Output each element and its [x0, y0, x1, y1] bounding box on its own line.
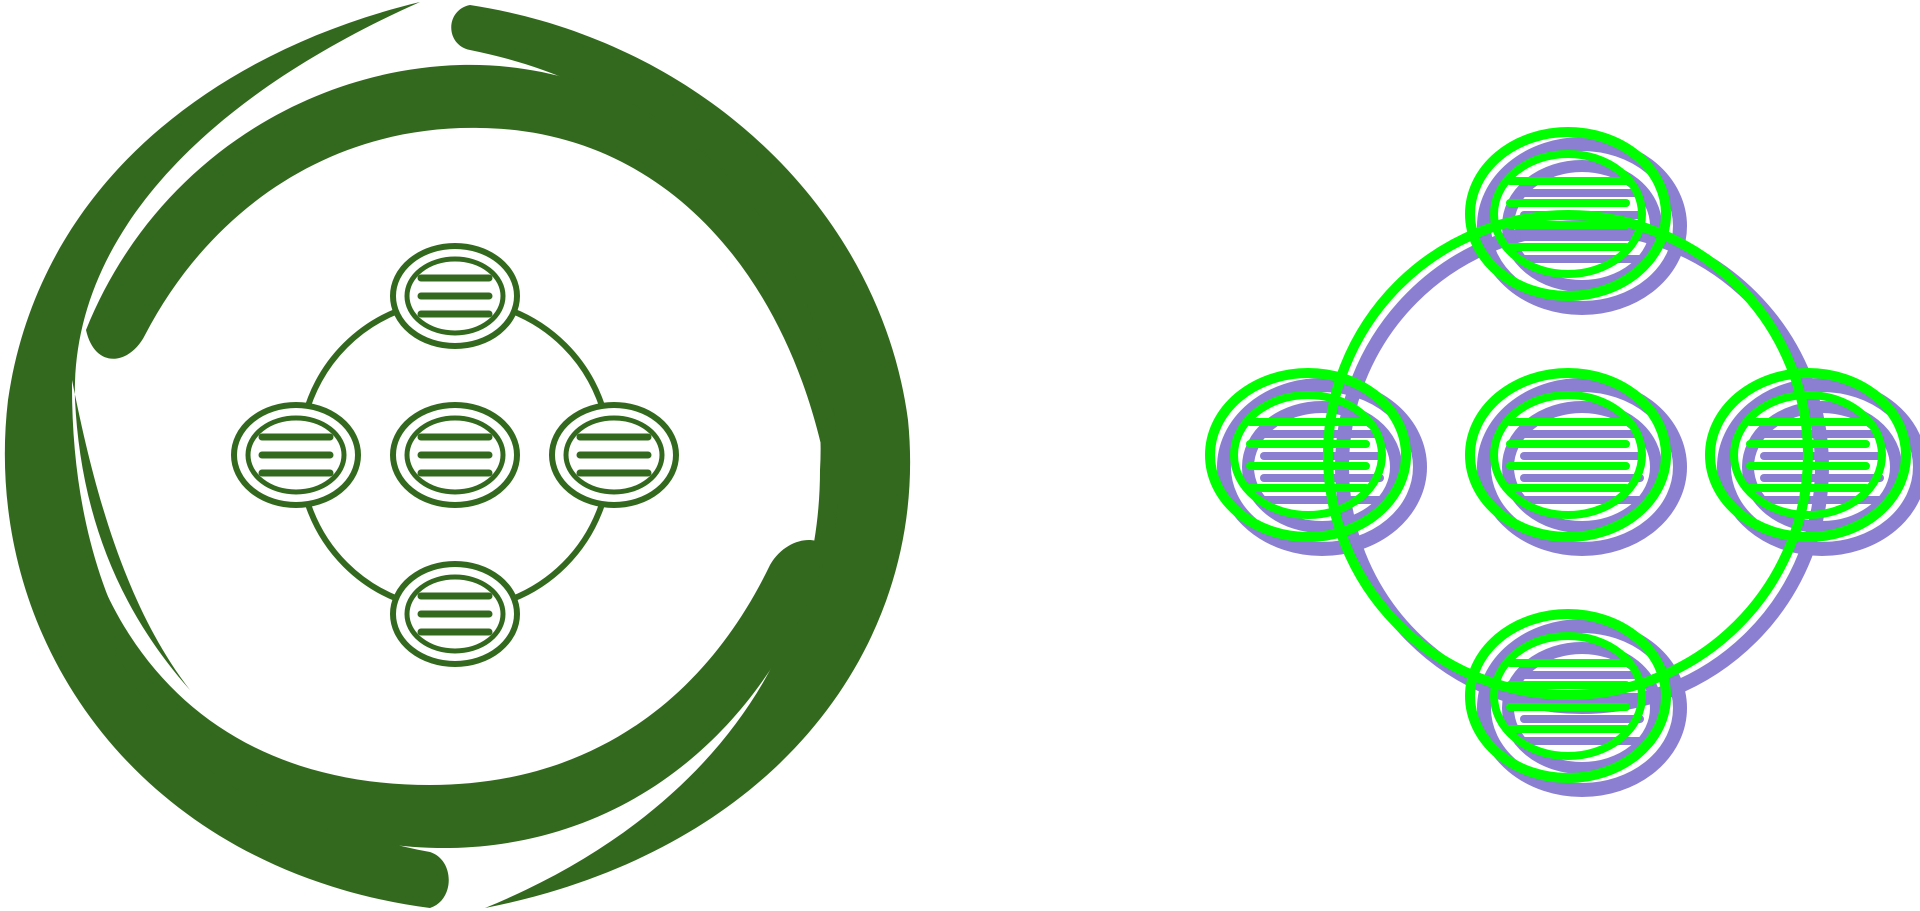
- inner-arc-top: [86, 64, 839, 525]
- node-inner: [1730, 391, 1886, 519]
- node-outer: [1465, 609, 1671, 783]
- inner-arc-bottom: [80, 520, 827, 849]
- outer-arc-left: [4, 2, 449, 908]
- network-cycle-icon-glyph: [1205, 127, 1920, 797]
- node-outer: [1477, 378, 1687, 556]
- node-outer: [1477, 619, 1687, 797]
- node-inner: [1490, 632, 1646, 760]
- node-inner: [1490, 391, 1646, 519]
- network-ring: [1323, 210, 1813, 700]
- outer-arc-right: [451, 5, 911, 908]
- node-outer: [1465, 127, 1671, 301]
- node-outer: [1717, 378, 1920, 556]
- node-inner: [1230, 391, 1386, 519]
- node-outer: [1465, 368, 1671, 542]
- network-cycle-icon-solid: [4, 2, 911, 908]
- node-outer: [1705, 368, 1911, 542]
- node-outer: [1205, 368, 1411, 542]
- node-inner: [1490, 150, 1646, 278]
- node-outer: [1217, 378, 1427, 556]
- outline-layer: [1205, 127, 1911, 783]
